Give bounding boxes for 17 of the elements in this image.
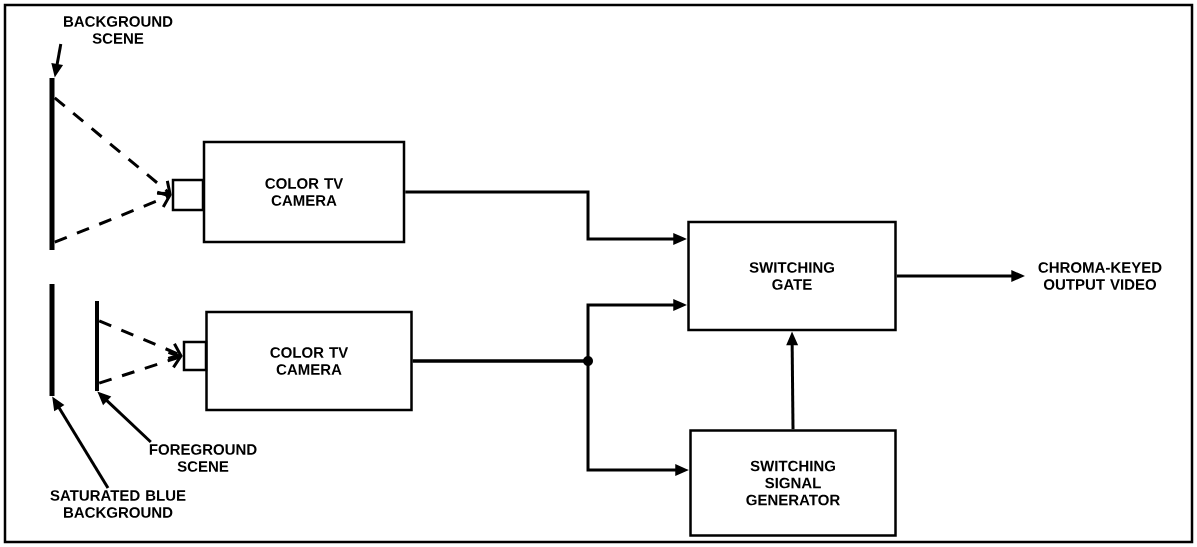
scene-bar — [95, 301, 99, 391]
scene-label: FOREGROUND SCENE — [149, 444, 257, 472]
sight-line — [53, 96, 172, 195]
camera-box: COLOR TV CAMERA — [205, 310, 413, 412]
sight-line — [98, 350, 183, 385]
lens-box — [171, 178, 205, 212]
scene-label: SATURATED BLUE BACKGROUND — [50, 490, 186, 518]
sight-line — [98, 319, 183, 360]
backdrop-bar — [49, 78, 55, 250]
sight-line — [54, 190, 172, 244]
process-box: SWITCHING GATE — [687, 220, 897, 332]
process-box: SWITCHING SIGNAL GENERATOR — [689, 429, 897, 537]
output-label: CHROMA-KEYED OUTPUT VIDEO — [1038, 262, 1162, 290]
lens-box — [182, 340, 208, 372]
scene-label: BACKGROUND SCENE — [64, 16, 173, 44]
camera-box: COLOR TV CAMERA — [202, 140, 406, 244]
backdrop-bar — [49, 284, 55, 396]
